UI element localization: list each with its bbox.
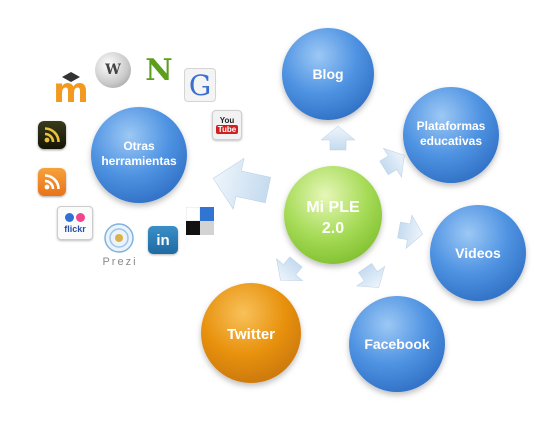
rss-icon: [38, 168, 66, 196]
arrow-to-videos: [397, 214, 423, 250]
ning-icon: N: [142, 52, 176, 88]
linkedin-icon-text: in: [156, 231, 170, 249]
youtube-icon: You Tube: [212, 110, 242, 140]
prezi-icon: [103, 222, 135, 254]
linkedin-icon: in: [148, 226, 178, 254]
node-twitter-label: Twitter: [227, 326, 275, 343]
arrow-to-otras: [212, 157, 271, 210]
node-facebook-label: Facebook: [364, 336, 430, 352]
arrow-to-twitter: [276, 256, 304, 281]
arrows: [212, 125, 423, 288]
flickr-dots: [65, 212, 85, 222]
youtube-icon-tube: Tube: [215, 125, 239, 134]
youtube-icon-you: You: [219, 116, 235, 125]
node-plataformas-line1: Plataformas: [417, 119, 486, 133]
flickr-icon: flickr: [57, 206, 93, 240]
center-line1: Mi PLE: [306, 199, 360, 216]
prezi-label: Prezi: [102, 256, 138, 268]
node-plataformas-line2: educativas: [420, 134, 482, 148]
node-twitter: Twitter: [201, 283, 301, 383]
flickr-pink-dot: [76, 212, 85, 222]
node-center: Mi PLE 2.0: [284, 166, 382, 264]
flickr-icon-text: flickr: [64, 223, 86, 234]
rss-dark-icon: [38, 121, 66, 149]
node-facebook: Facebook: [349, 296, 445, 392]
ning-icon-letter: N: [145, 52, 173, 88]
arrow-to-plataformas: [379, 147, 405, 178]
delicious-icon: [185, 206, 215, 236]
google-icon: G: [184, 68, 216, 102]
moodle-icon: m: [50, 70, 92, 112]
flickr-blue-dot: [65, 212, 74, 222]
node-blog: Blog: [282, 28, 374, 120]
node-videos: Videos: [430, 205, 526, 301]
node-otras-line2: herramientas: [101, 154, 177, 168]
node-plataformas: Plataformas educativas: [403, 87, 499, 183]
node-blog-label: Blog: [312, 66, 343, 82]
arrow-to-facebook: [356, 263, 386, 288]
node-videos-label: Videos: [455, 245, 501, 261]
google-icon-letter: G: [188, 68, 212, 102]
arrow-to-blog: [320, 125, 356, 151]
node-otras: Otras herramientas: [91, 107, 187, 203]
node-otras-line1: Otras: [123, 139, 155, 153]
center-line2: 2.0: [322, 220, 344, 237]
wikipedia-icon-letter: W: [105, 62, 121, 78]
wikipedia-icon: W: [95, 52, 131, 88]
